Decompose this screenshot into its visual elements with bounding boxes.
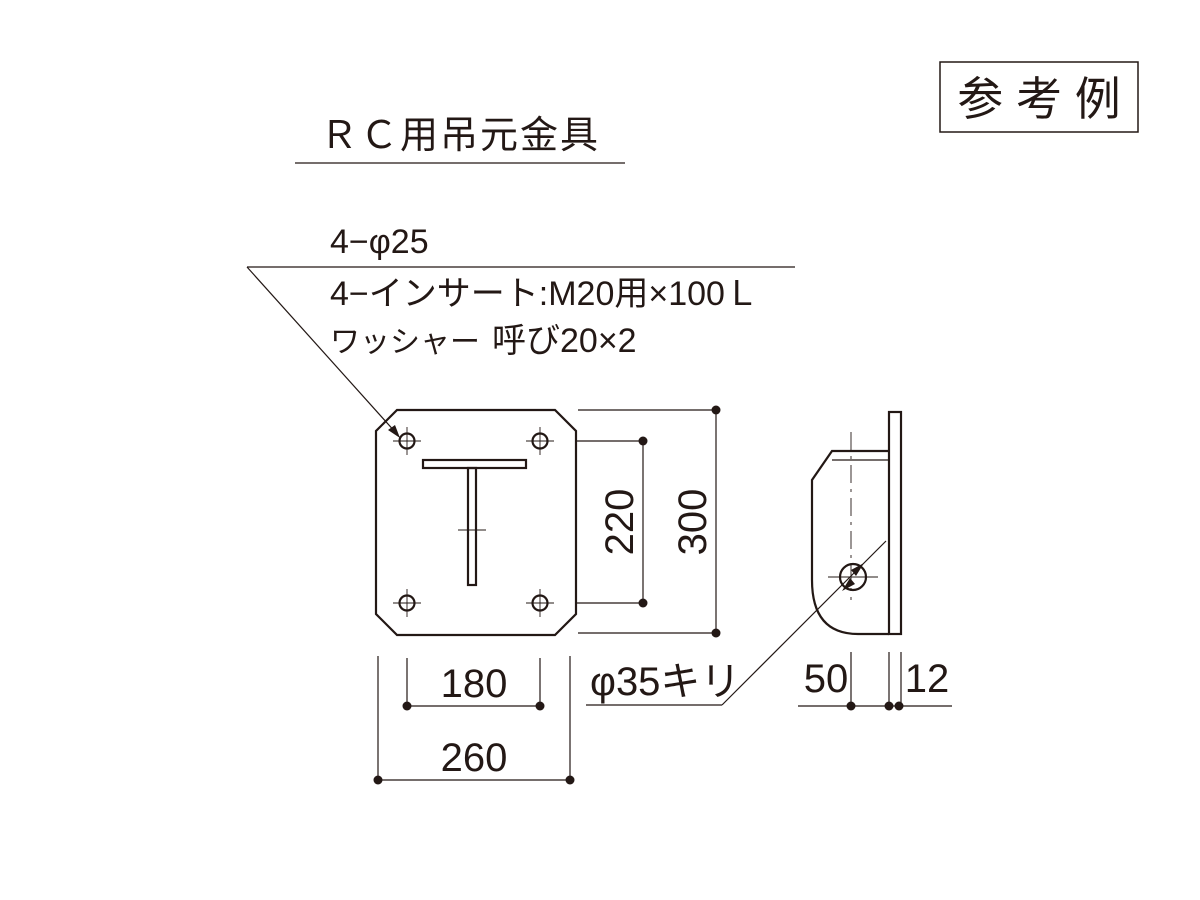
note-holes: 4−φ25 — [330, 223, 429, 261]
side-rib — [810, 449, 889, 636]
dim-height-inner: 220 — [576, 436, 648, 608]
dim-50-label: 50 — [804, 657, 849, 701]
note-inserts: 4−インサート:M20用×100Ｌ — [330, 275, 759, 313]
dim-width-inner: 180 — [402, 658, 545, 711]
hole-leader-arrow — [388, 425, 400, 438]
side-plate — [887, 410, 903, 636]
badge-text: 参 考 例 — [957, 73, 1121, 125]
drill-label: φ35キリ — [590, 660, 740, 704]
title-block: ＲＣ用吊元金具 — [295, 115, 625, 164]
drill-leader-arrow-2 — [842, 578, 855, 591]
badge-frame — [939, 61, 1139, 133]
base-plate — [374, 408, 578, 637]
dim-220-label: 220 — [598, 489, 642, 556]
hole-leader-line — [246, 266, 398, 435]
reference-badge: 参 考 例 — [939, 61, 1139, 133]
dim-260-label: 260 — [441, 736, 508, 780]
dim-300-label: 300 — [671, 489, 715, 556]
page-title: ＲＣ用吊元金具 — [320, 115, 600, 157]
t-rib-web — [466, 466, 478, 587]
notes-block: 4−φ25 4−インサート:M20用×100Ｌ ワッシャー 呼び20×2 — [246, 223, 795, 438]
note-washer-spec: 呼び20×2 — [492, 322, 637, 360]
dim-180-label: 180 — [441, 662, 508, 706]
dim-12-label: 12 — [905, 657, 950, 701]
dim-height-outer: 300 — [578, 405, 721, 638]
side-view: φ35キリ — [586, 410, 903, 706]
t-rib-flange — [421, 458, 528, 470]
hole-top-right — [526, 427, 554, 455]
front-view — [374, 408, 578, 637]
dim-width-outer: 260 — [373, 656, 575, 785]
dim-side: 50 12 — [798, 652, 952, 711]
hole-top-left — [393, 427, 421, 455]
hole-bottom-left — [393, 589, 421, 617]
hole-bottom-right — [526, 589, 554, 617]
note-washer-label: ワッシャー — [330, 326, 480, 359]
drill-leader-arrow — [851, 563, 864, 576]
